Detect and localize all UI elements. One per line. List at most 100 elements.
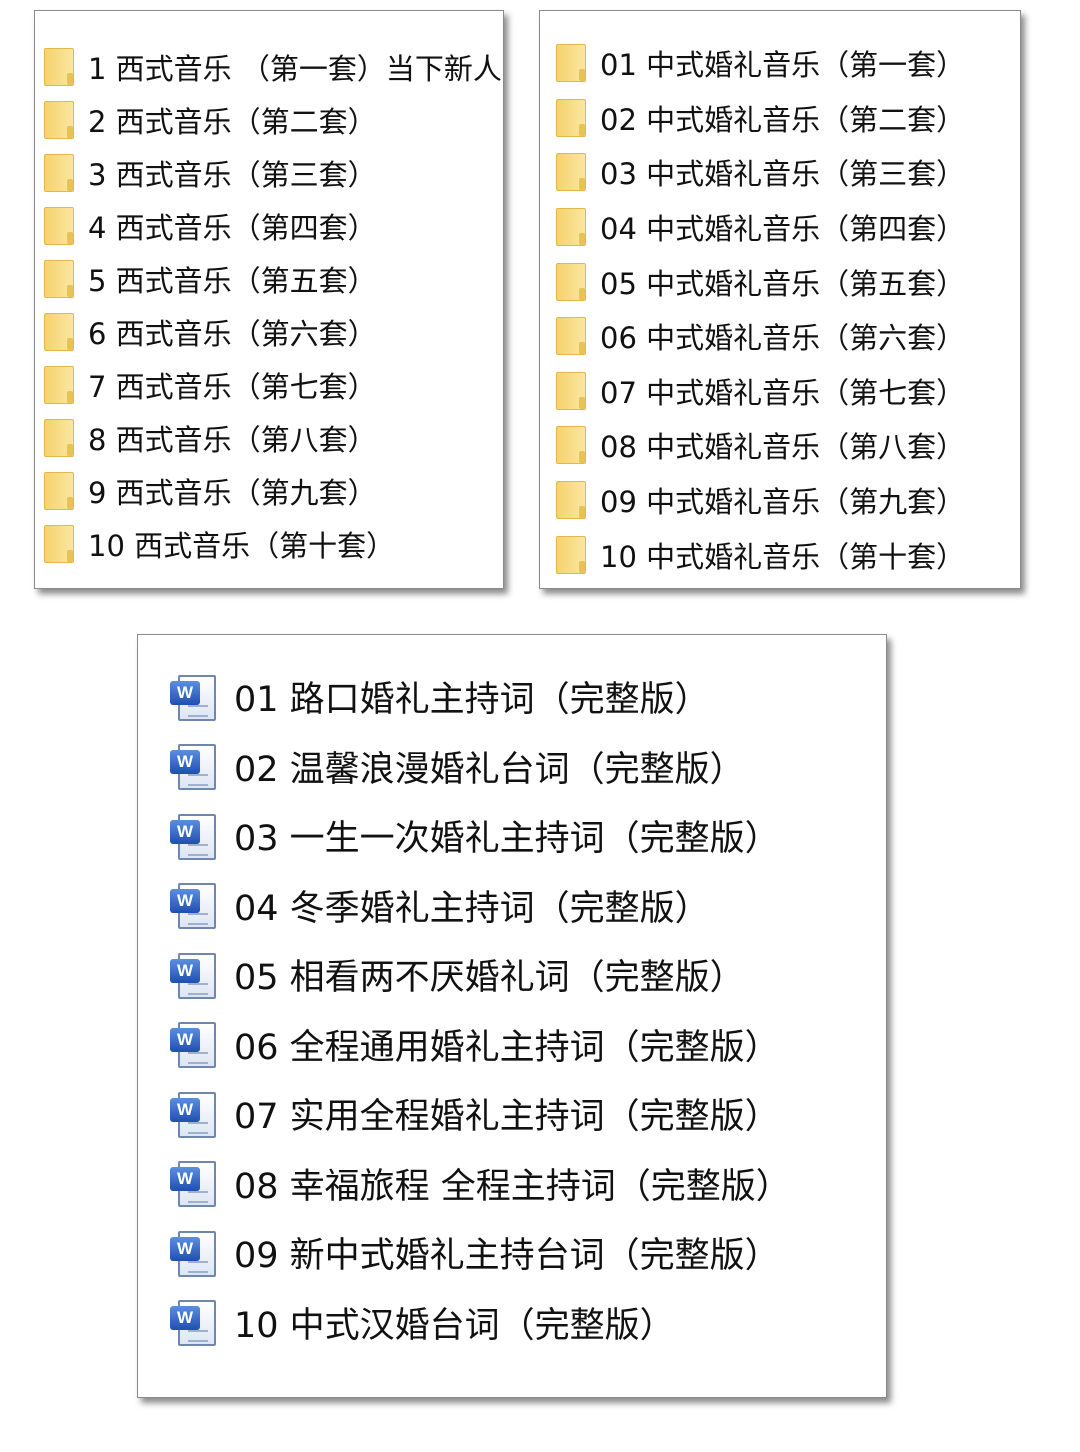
file-item[interactable]: W 05 相看两不厌婚礼词（完整版） (168, 940, 886, 1010)
folder-item[interactable]: 05 中式婚礼音乐（第五套） (556, 254, 1020, 309)
file-name: 01 路口婚礼主持词（完整版） (234, 680, 710, 721)
word-badge-icon: W (170, 819, 200, 844)
folder-name: 6 西式音乐（第六套） (88, 316, 377, 351)
folder-name: 5 西式音乐（第五套） (88, 263, 377, 298)
folder-item[interactable]: 04 中式婚礼音乐（第四套） (556, 200, 1020, 255)
folder-name: 01 中式婚礼音乐（第一套） (600, 48, 966, 83)
folder-icon (556, 153, 586, 192)
folder-icon (556, 208, 586, 247)
folder-item[interactable]: 06 中式婚礼音乐（第六套） (556, 309, 1020, 364)
file-item[interactable]: W 02 温馨浪漫婚礼台词（完整版） (168, 732, 886, 802)
file-name: 05 相看两不厌婚礼词（完整版） (234, 958, 745, 999)
file-name: 04 冬季婚礼主持词（完整版） (234, 888, 710, 929)
word-document-icon: W (168, 1018, 220, 1070)
word-document-icon: W (168, 949, 220, 1001)
folder-icon (556, 262, 586, 301)
file-item[interactable]: W 09 新中式婚礼主持台词（完整版） (168, 1218, 886, 1288)
folder-name: 10 中式婚礼音乐（第十套） (600, 539, 966, 574)
folder-item[interactable]: 01 中式婚礼音乐（第一套） (556, 36, 1020, 91)
folder-icon (556, 317, 586, 356)
folder-icon (44, 524, 74, 563)
folder-item[interactable]: 8 西式音乐（第八套） (44, 411, 503, 464)
folder-icon (556, 98, 586, 137)
chinese-music-folder-window: 01 中式婚礼音乐（第一套） 02 中式婚礼音乐（第二套） 03 中式婚礼音乐（第三… (539, 10, 1021, 589)
folder-icon (556, 535, 586, 574)
folder-icon (44, 312, 74, 351)
folder-icon (44, 100, 74, 139)
file-item[interactable]: W 04 冬季婚礼主持词（完整版） (168, 871, 886, 941)
folder-name: 02 中式婚礼音乐（第二套） (600, 102, 966, 137)
word-document-icon: W (168, 1088, 220, 1140)
folder-icon (44, 418, 74, 457)
folder-name: 08 中式婚礼音乐（第八套） (600, 430, 966, 465)
folder-item[interactable]: 1 西式音乐 （第一套）当下新人 (44, 40, 503, 93)
host-scripts-file-list: W 01 路口婚礼主持词（完整版） W 02 温馨浪漫婚礼台词（完整版） W 03 一生一… (168, 662, 886, 1357)
folder-name: 2 西式音乐（第二套） (88, 104, 377, 139)
word-badge-icon: W (170, 958, 200, 983)
file-name: 08 幸福旅程 全程主持词（完整版） (234, 1166, 791, 1207)
file-name: 03 一生一次婚礼主持词（完整版） (234, 819, 780, 860)
folder-icon (556, 481, 586, 520)
file-item[interactable]: W 01 路口婚礼主持词（完整版） (168, 662, 886, 732)
folder-item[interactable]: 3 西式音乐（第三套） (44, 146, 503, 199)
folder-item[interactable]: 09 中式婚礼音乐（第九套） (556, 473, 1020, 528)
folder-icon (556, 426, 586, 465)
folder-name: 06 中式婚礼音乐（第六套） (600, 321, 966, 356)
word-badge-icon: W (170, 1306, 200, 1331)
file-item[interactable]: W 08 幸福旅程 全程主持词（完整版） (168, 1149, 886, 1219)
word-document-icon: W (168, 740, 220, 792)
folder-item[interactable]: 07 中式婚礼音乐（第七套） (556, 364, 1020, 419)
folder-icon (44, 153, 74, 192)
folder-item[interactable]: 5 西式音乐（第五套） (44, 252, 503, 305)
folder-name: 9 西式音乐（第九套） (88, 475, 377, 510)
file-item[interactable]: W 06 全程通用婚礼主持词（完整版） (168, 1010, 886, 1080)
folder-item[interactable]: 10 中式婚礼音乐（第十套） (556, 527, 1020, 582)
folder-item[interactable]: 7 西式音乐（第七套） (44, 358, 503, 411)
word-document-icon: W (168, 879, 220, 931)
folder-item[interactable]: 4 西式音乐（第四套） (44, 199, 503, 252)
word-document-icon: W (168, 810, 220, 862)
folder-item[interactable]: 02 中式婚礼音乐（第二套） (556, 91, 1020, 146)
word-badge-icon: W (170, 1236, 200, 1261)
word-document-icon: W (168, 671, 220, 723)
folder-icon (556, 44, 586, 83)
folder-name: 7 西式音乐（第七套） (88, 369, 377, 404)
file-name: 09 新中式婚礼主持台词（完整版） (234, 1236, 780, 1277)
folder-item[interactable]: 9 西式音乐（第九套） (44, 464, 503, 517)
word-badge-icon: W (170, 750, 200, 775)
folder-name: 07 中式婚礼音乐（第七套） (600, 375, 966, 410)
folder-name: 8 西式音乐（第八套） (88, 422, 377, 457)
word-document-icon: W (168, 1227, 220, 1279)
folder-name: 10 西式音乐（第十套） (88, 528, 396, 563)
word-document-icon: W (168, 1157, 220, 1209)
word-badge-icon: W (170, 680, 200, 705)
folder-icon (44, 47, 74, 86)
file-name: 07 实用全程婚礼主持词（完整版） (234, 1097, 780, 1138)
folder-name: 4 西式音乐（第四套） (88, 210, 377, 245)
word-badge-icon: W (170, 1028, 200, 1053)
file-name: 02 温馨浪漫婚礼台词（完整版） (234, 749, 745, 790)
chinese-music-folder-list: 01 中式婚礼音乐（第一套） 02 中式婚礼音乐（第二套） 03 中式婚礼音乐（第三… (556, 36, 1020, 582)
file-item[interactable]: W 03 一生一次婚礼主持词（完整版） (168, 801, 886, 871)
folder-icon (44, 471, 74, 510)
file-name: 06 全程通用婚礼主持词（完整版） (234, 1027, 780, 1068)
folder-icon (44, 206, 74, 245)
file-name: 10 中式汉婚台词（完整版） (234, 1305, 675, 1346)
host-scripts-folder-window: W 01 路口婚礼主持词（完整版） W 02 温馨浪漫婚礼台词（完整版） W 03 一生一… (137, 634, 887, 1398)
folder-icon (556, 371, 586, 410)
folder-name: 3 西式音乐（第三套） (88, 157, 377, 192)
folder-item[interactable]: 10 西式音乐（第十套） (44, 517, 503, 570)
file-item[interactable]: W 10 中式汉婚台词（完整版） (168, 1288, 886, 1358)
folder-item[interactable]: 6 西式音乐（第六套） (44, 305, 503, 358)
folder-item[interactable]: 03 中式婚礼音乐（第三套） (556, 145, 1020, 200)
word-badge-icon: W (170, 889, 200, 914)
word-document-icon: W (168, 1296, 220, 1348)
word-badge-icon: W (170, 1097, 200, 1122)
file-item[interactable]: W 07 实用全程婚礼主持词（完整版） (168, 1079, 886, 1149)
western-music-folder-list: 1 西式音乐 （第一套）当下新人 2 西式音乐（第二套） 3 西式音乐（第三套） 4 … (44, 40, 503, 570)
folder-item[interactable]: 08 中式婚礼音乐（第八套） (556, 418, 1020, 473)
western-music-folder-window: 1 西式音乐 （第一套）当下新人 2 西式音乐（第二套） 3 西式音乐（第三套） 4 … (34, 10, 504, 589)
folder-item[interactable]: 2 西式音乐（第二套） (44, 93, 503, 146)
folder-icon (44, 365, 74, 404)
folder-name: 04 中式婚礼音乐（第四套） (600, 212, 966, 247)
